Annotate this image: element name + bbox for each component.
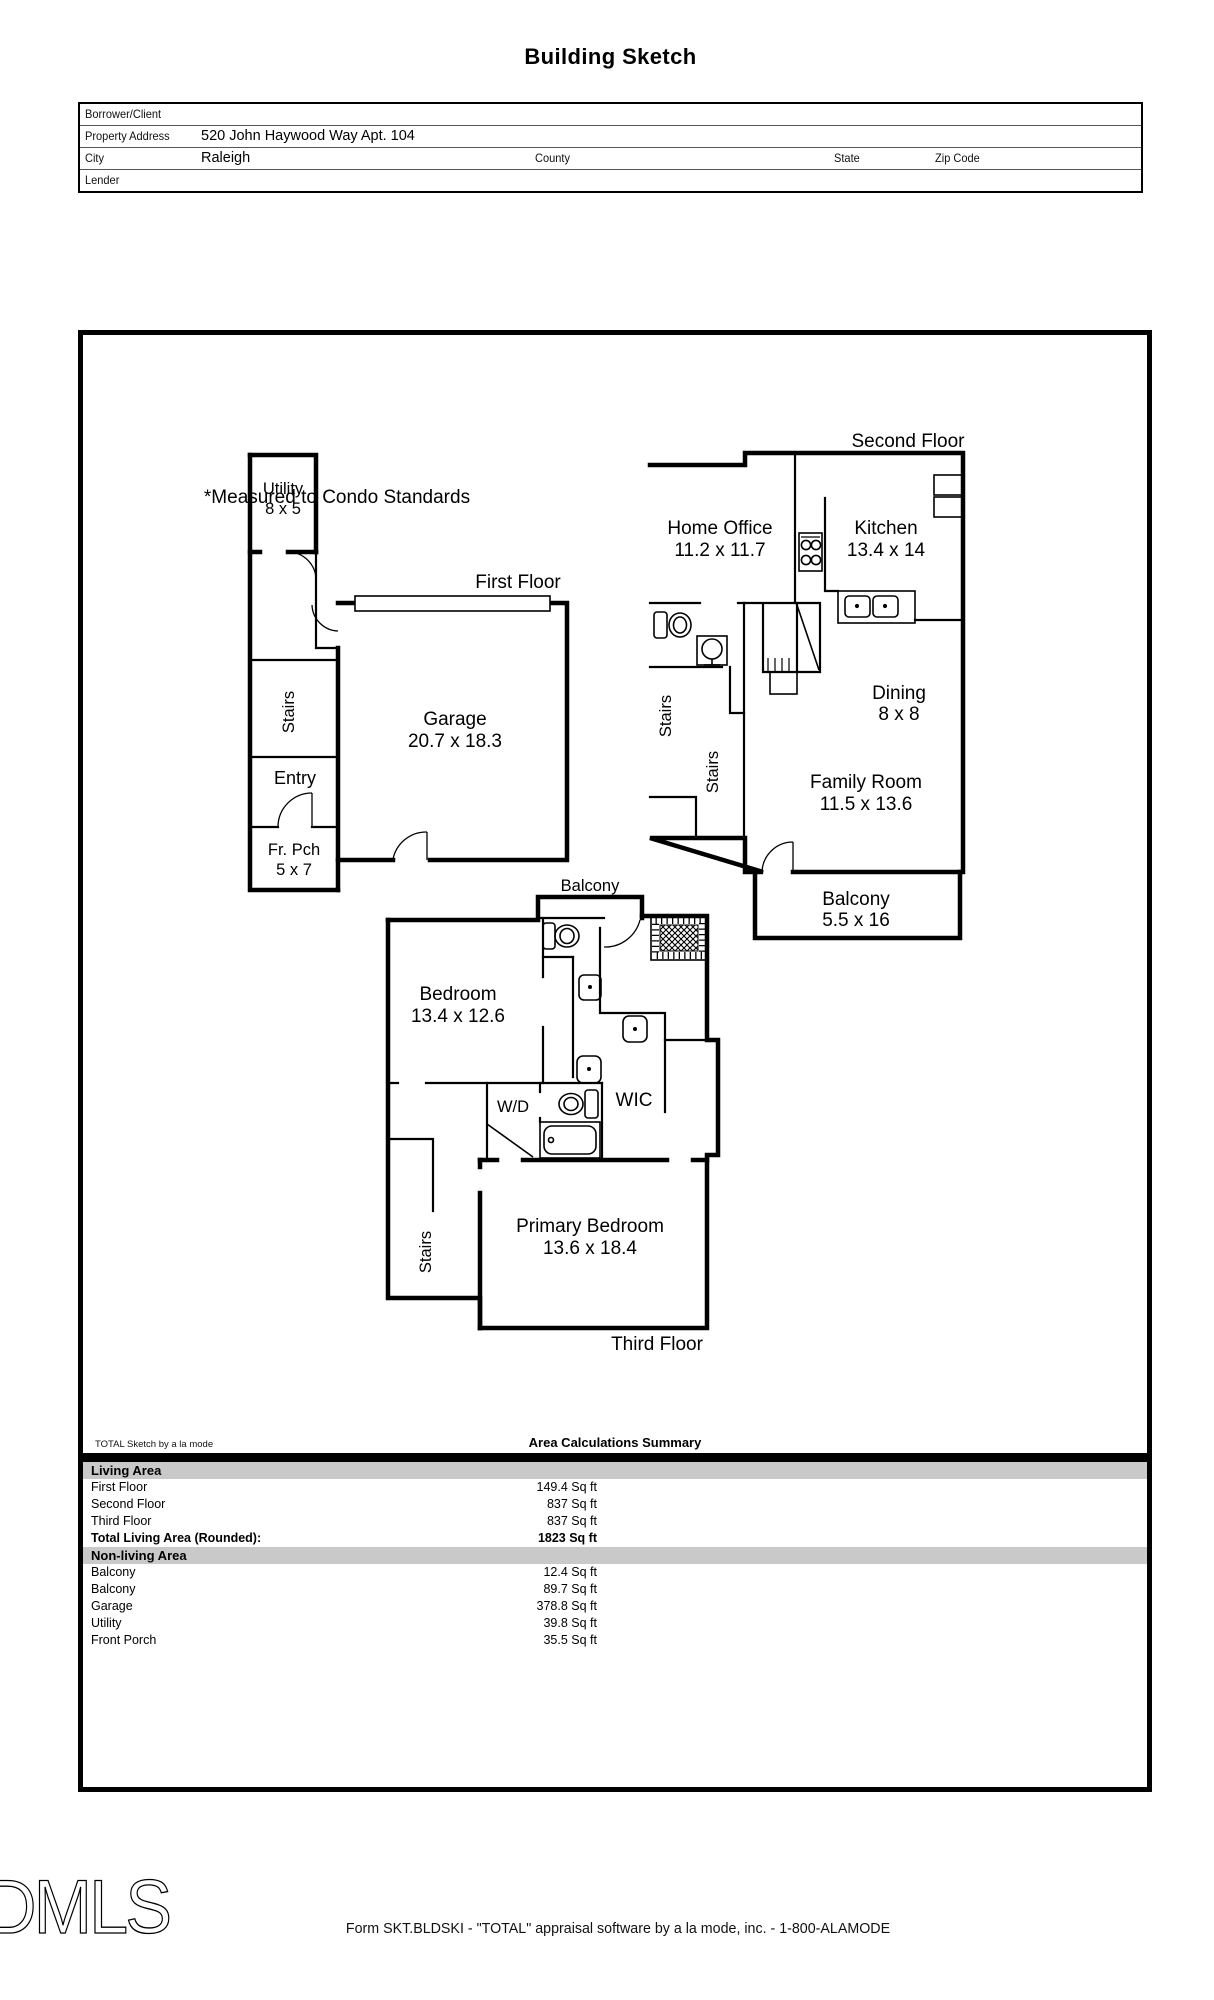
state-label: State	[834, 151, 860, 165]
third-floor-labels: Balcony Bedroom 13.4 x 12.6 W/D WIC Prim…	[411, 877, 704, 1355]
form-row-lender: Lender	[80, 169, 1141, 191]
third-floor-walls	[385, 894, 721, 1331]
stairs-label-first: Stairs	[280, 691, 298, 733]
stair-treads	[767, 658, 790, 672]
sketch-box: *Measured to Condo Standards First Floor…	[78, 330, 1152, 1792]
row-value: 12.4 Sq ft	[543, 1565, 597, 1579]
footer-form-text: Form SKT.BLDSKI - "TOTAL" appraisal soft…	[345, 1920, 891, 1937]
second-floor-label: Second Floor	[851, 431, 965, 452]
bedroom-label: Bedroom	[419, 984, 496, 1005]
first-floor-walls	[247, 452, 570, 893]
balcony2-label: Balcony	[822, 889, 890, 910]
table-row: First Floor 149.4 Sq ft	[83, 1479, 1147, 1496]
summary-title: Area Calculations Summary	[528, 1435, 702, 1450]
bedroom-dims: 13.4 x 12.6	[411, 1006, 505, 1027]
table-row: Third Floor 837 Sq ft	[83, 1513, 1147, 1530]
form-row-borrower: Borrower/Client	[80, 104, 1141, 125]
row-value: 35.5 Sq ft	[543, 1633, 597, 1647]
balcony3-label: Balcony	[561, 877, 620, 895]
property-address-value: 520 John Haywood Way Apt. 104	[201, 128, 415, 144]
family-room-dims: 11.5 x 13.6	[820, 794, 913, 815]
dmls-logo: DMLS	[0, 1865, 173, 1950]
family-room-label: Family Room	[810, 772, 922, 793]
entry-label: Entry	[274, 768, 316, 788]
dining-dims: 8 x 8	[878, 704, 919, 725]
zip-label: Zip Code	[935, 151, 980, 165]
second-floor-walls	[647, 450, 966, 941]
row-value: 89.7 Sq ft	[543, 1582, 597, 1596]
table-row: Utility 39.8 Sq ft	[83, 1615, 1147, 1632]
form-row-address: Property Address 520 John Haywood Way Ap…	[80, 125, 1141, 147]
table-row: Second Floor 837 Sq ft	[83, 1496, 1147, 1513]
row-label: Front Porch	[91, 1633, 157, 1647]
dining-label: Dining	[872, 683, 926, 704]
stairs-label-third: Stairs	[417, 1231, 435, 1273]
living-area-header: Living Area	[83, 1462, 1147, 1479]
borrower-label: Borrower/Client	[85, 107, 162, 121]
county-label: County	[535, 151, 570, 165]
summary-header: TOTAL Sketch by a la mode Area Calculati…	[83, 1435, 1147, 1453]
first-floor-label: First Floor	[475, 572, 561, 593]
lender-label: Lender	[85, 173, 120, 187]
table-row: Balcony 89.7 Sq ft	[83, 1581, 1147, 1598]
kitchen-label: Kitchen	[854, 518, 917, 539]
summary-divider	[83, 1453, 1147, 1462]
stairs-label-second-b: Stairs	[704, 751, 722, 793]
form-row-city: City Raleigh County State Zip Code	[80, 147, 1141, 169]
total-living-row: Total Living Area (Rounded): 1823 Sq ft	[83, 1530, 1147, 1547]
nonliving-area-header: Non-living Area	[83, 1547, 1147, 1564]
row-value: 1823 Sq ft	[537, 1531, 597, 1545]
kitchen-dims: 13.4 x 14	[847, 540, 926, 561]
balcony2-dims: 5.5 x 16	[822, 910, 890, 931]
first-floor-labels: *Measured to Condo Standards First Floor…	[204, 480, 562, 879]
garage-dims: 20.7 x 18.3	[408, 731, 502, 752]
row-label: Total Living Area (Rounded):	[91, 1531, 262, 1545]
row-label: First Floor	[91, 1480, 148, 1494]
property-form: Borrower/Client Property Address 520 Joh…	[78, 102, 1143, 193]
primary-bedroom-dims: 13.6 x 18.4	[543, 1238, 637, 1259]
table-row: Balcony 12.4 Sq ft	[83, 1564, 1147, 1581]
summary-branding: TOTAL Sketch by a la mode	[95, 1439, 214, 1450]
primary-bedroom-label: Primary Bedroom	[516, 1216, 664, 1237]
table-row: Front Porch 35.5 Sq ft	[83, 1632, 1147, 1649]
property-address-label: Property Address	[85, 129, 170, 143]
home-office-dims: 11.2 x 11.7	[674, 540, 765, 561]
front-porch-dims: 5 x 7	[276, 861, 312, 879]
row-value: 39.8 Sq ft	[543, 1616, 597, 1630]
row-label: Third Floor	[91, 1514, 152, 1528]
row-label: Utility	[91, 1616, 122, 1630]
city-value: Raleigh	[201, 150, 251, 166]
row-label: Balcony	[91, 1565, 136, 1579]
third-floor-label: Third Floor	[611, 1334, 704, 1355]
row-label: Second Floor	[91, 1497, 166, 1511]
wic-label: WIC	[616, 1090, 653, 1111]
table-row: Garage 378.8 Sq ft	[83, 1598, 1147, 1615]
summary-table: Living Area First Floor 149.4 Sq ft Seco…	[83, 1462, 1147, 1649]
row-value: 149.4 Sq ft	[536, 1480, 597, 1494]
stairs-label-second-a: Stairs	[657, 695, 675, 737]
row-value: 378.8 Sq ft	[536, 1599, 597, 1613]
garage-label: Garage	[423, 709, 486, 730]
city-label: City	[85, 151, 105, 165]
utility-dims: 8 x 5	[265, 500, 301, 518]
page-title: Building Sketch	[524, 44, 697, 69]
row-label: Garage	[91, 1599, 133, 1613]
wd-label: W/D	[497, 1098, 529, 1116]
floor-plan-svg: *Measured to Condo Standards First Floor…	[204, 431, 966, 1355]
second-floor-labels: Second Floor Home Office 11.2 x 11.7 Kit…	[657, 431, 965, 931]
home-office-label: Home Office	[667, 518, 772, 539]
row-label: Balcony	[91, 1582, 136, 1596]
row-value: 837 Sq ft	[546, 1514, 597, 1528]
row-value: 837 Sq ft	[546, 1497, 597, 1511]
condo-standards-note: *Measured to Condo Standards	[204, 487, 470, 508]
front-porch-label: Fr. Pch	[268, 841, 320, 859]
utility-label: Utility	[263, 480, 304, 498]
